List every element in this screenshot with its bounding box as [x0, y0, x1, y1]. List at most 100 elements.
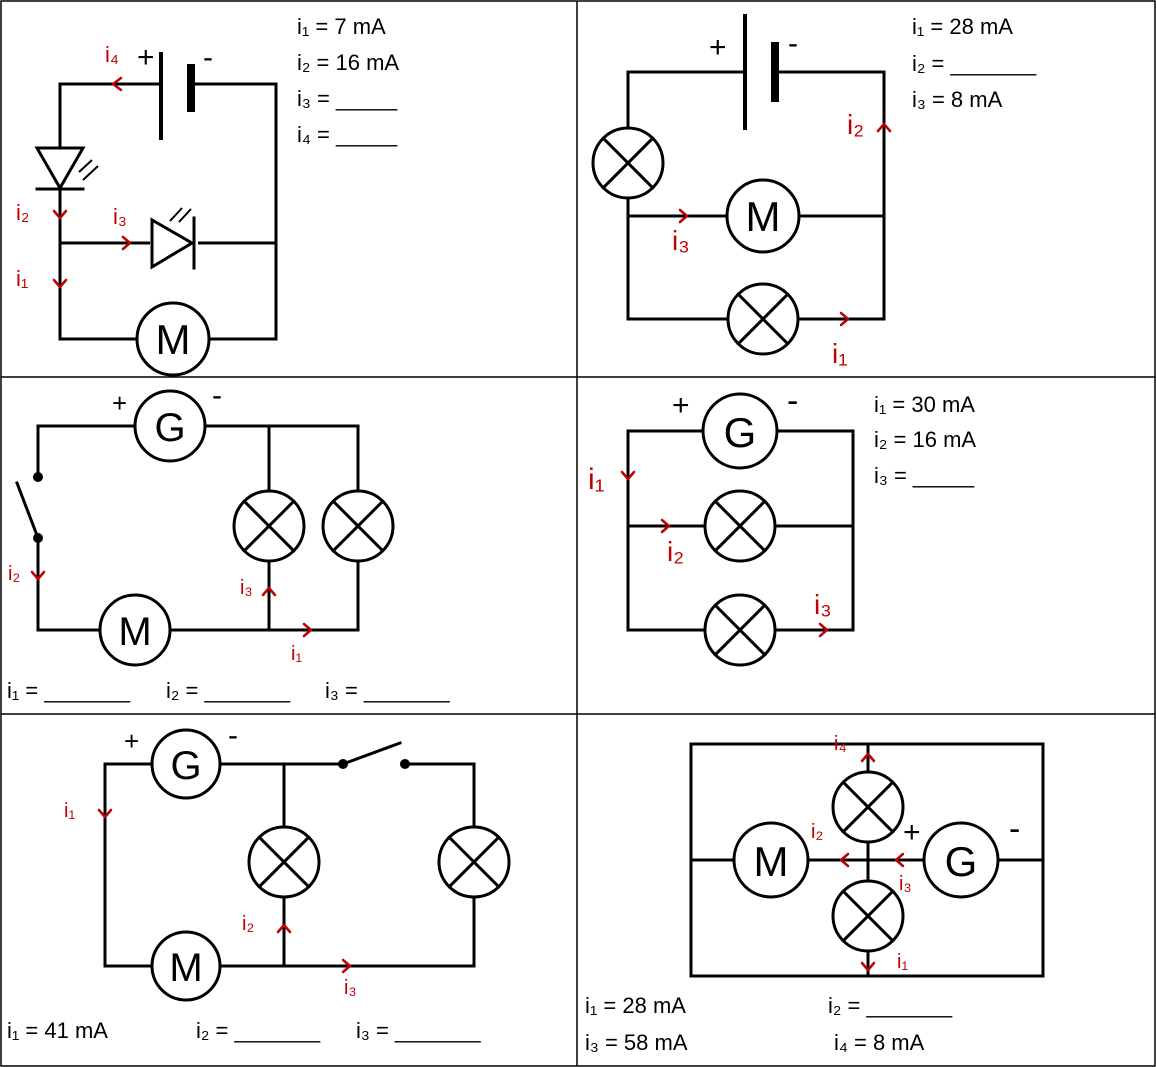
current-arrow-i2	[52, 209, 68, 220]
generator-symbol: G + -	[903, 810, 1020, 899]
label-i1: i₁	[832, 338, 848, 369]
generator-plus: +	[903, 816, 921, 849]
current-arrow-i3	[678, 208, 689, 224]
lamp-left	[591, 126, 665, 200]
given-2: i₂ = 16 mA	[297, 50, 399, 75]
battery-minus: -	[788, 27, 798, 60]
motor-label: M	[746, 193, 781, 240]
label-i4: i₄	[105, 42, 119, 67]
current-arrow-i2	[660, 518, 671, 534]
panel-3-values: i₁ = _______ i₂ = _______ i₃ = _______	[7, 678, 450, 703]
diode-symbol	[150, 207, 198, 270]
generator-minus: -	[228, 719, 238, 752]
battery-symbol: + -	[709, 14, 798, 130]
given-1: i₁ = 7 mA	[297, 14, 386, 39]
given-2: i₂ = _______	[196, 1018, 321, 1043]
given-2: i₂ = _______	[912, 51, 1037, 76]
given-2: i₂ = _______	[166, 678, 291, 703]
panel-6-values: i₁ = 28 mA i₂ = _______ i₃ = 58 mA i₄ = …	[585, 993, 953, 1055]
given-3: i₃ = 8 mA	[912, 87, 1003, 112]
lamp-bottom	[831, 879, 905, 953]
generator-plus: +	[112, 388, 127, 418]
motor-symbol: M	[135, 301, 211, 377]
panel-4-values: i₁ = 30 mA i₂ = 16 mA i₃ = _____	[874, 392, 976, 488]
generator-symbol: G + -	[124, 719, 238, 800]
generator-label: G	[170, 744, 201, 788]
lamp-bottom	[726, 282, 800, 356]
generator-plus: +	[672, 389, 690, 422]
lamp-right	[437, 825, 511, 899]
motor-symbol: M	[732, 821, 810, 899]
motor-label: M	[156, 316, 191, 363]
lamp-middle	[232, 489, 306, 563]
switch-symbol	[338, 741, 410, 769]
generator-label: G	[154, 406, 185, 450]
label-i2: i₂	[242, 913, 254, 935]
current-arrow-i3	[894, 852, 905, 868]
motor-symbol: M	[150, 930, 222, 1002]
panel-2-circuit: + - M i₂ i₃ i₁	[591, 14, 892, 369]
current-arrow-i2	[839, 852, 850, 868]
battery-plus: +	[137, 41, 155, 74]
current-arrow-i1	[302, 622, 313, 638]
motor-symbol: M	[98, 593, 172, 667]
lamp-middle	[703, 489, 777, 563]
given-3: i₃ = 58 mA	[585, 1030, 688, 1055]
given-3: i₃ = _______	[356, 1018, 481, 1043]
generator-plus: +	[124, 726, 139, 756]
label-i2: i₂	[667, 536, 684, 567]
motor-label: M	[754, 838, 789, 885]
current-arrow-i2	[276, 923, 292, 934]
given-4: i₄ = _____	[297, 122, 398, 147]
panel-5-values: i₁ = 41 mA i₂ = _______ i₃ = _______	[7, 1018, 481, 1043]
label-i3: i₃	[672, 225, 690, 256]
panel-3-circuit: G + - M i₂ i₃ i₁	[8, 379, 395, 667]
generator-symbol: G + -	[672, 382, 798, 470]
current-arrow-i3	[818, 622, 829, 638]
label-i4: i₄	[834, 733, 847, 755]
label-i3: i₃	[344, 977, 357, 999]
lamp-bottom	[703, 593, 777, 667]
label-i2: i₂	[811, 821, 823, 843]
given-2: i₂ = 16 mA	[874, 427, 976, 452]
label-i1: i₁	[291, 643, 302, 665]
current-arrow-i2	[876, 122, 892, 133]
label-i2: i₂	[847, 109, 864, 140]
current-arrow-i1	[52, 278, 68, 289]
lamp-right	[321, 489, 395, 563]
generator-minus: -	[787, 382, 798, 420]
given-1: i₁ = 41 mA	[7, 1018, 108, 1043]
panel-1-circuit: + - M i₄ i₂ i₃ i₁	[16, 41, 278, 377]
current-arrow-i3	[341, 958, 352, 974]
current-arrow-i3	[261, 586, 277, 597]
battery-symbol: + -	[137, 41, 213, 140]
label-i1: i₁	[16, 266, 28, 291]
label-i1: i₁	[64, 800, 75, 822]
given-1: i₁ = 28 mA	[585, 993, 686, 1018]
given-3: i₃ = _____	[874, 463, 975, 488]
panel-5-circuit: G + - M i₁ i₂ i₃	[64, 719, 511, 1002]
current-arrow-i4	[111, 76, 123, 92]
current-arrow-i3	[121, 235, 132, 251]
given-4: i₄ = 8 mA	[834, 1030, 925, 1055]
motor-symbol: M	[725, 178, 801, 254]
given-1: i₁ = 28 mA	[912, 14, 1013, 39]
given-3: i₃ = _______	[325, 678, 450, 703]
current-arrow-i1	[620, 470, 636, 481]
panel-1-values: i₁ = 7 mA i₂ = 16 mA i₃ = _____ i₄ = ___…	[297, 14, 399, 147]
label-i3: i₃	[240, 577, 253, 599]
current-arrow-i1	[97, 808, 113, 819]
panel-2-values: i₁ = 28 mA i₂ = _______ i₃ = 8 mA	[912, 14, 1037, 112]
given-3: i₃ = _____	[297, 86, 398, 111]
label-i3: i₃	[113, 204, 127, 229]
given-1: i₁ = 30 mA	[874, 392, 975, 417]
lamp-middle	[247, 825, 321, 899]
lamp-top	[831, 770, 905, 844]
current-arrow-i1	[839, 311, 850, 327]
label-i1: i₁	[588, 463, 605, 496]
motor-label: M	[169, 946, 202, 990]
current-arrow-i4	[860, 752, 876, 763]
label-i2: i₂	[8, 563, 20, 585]
